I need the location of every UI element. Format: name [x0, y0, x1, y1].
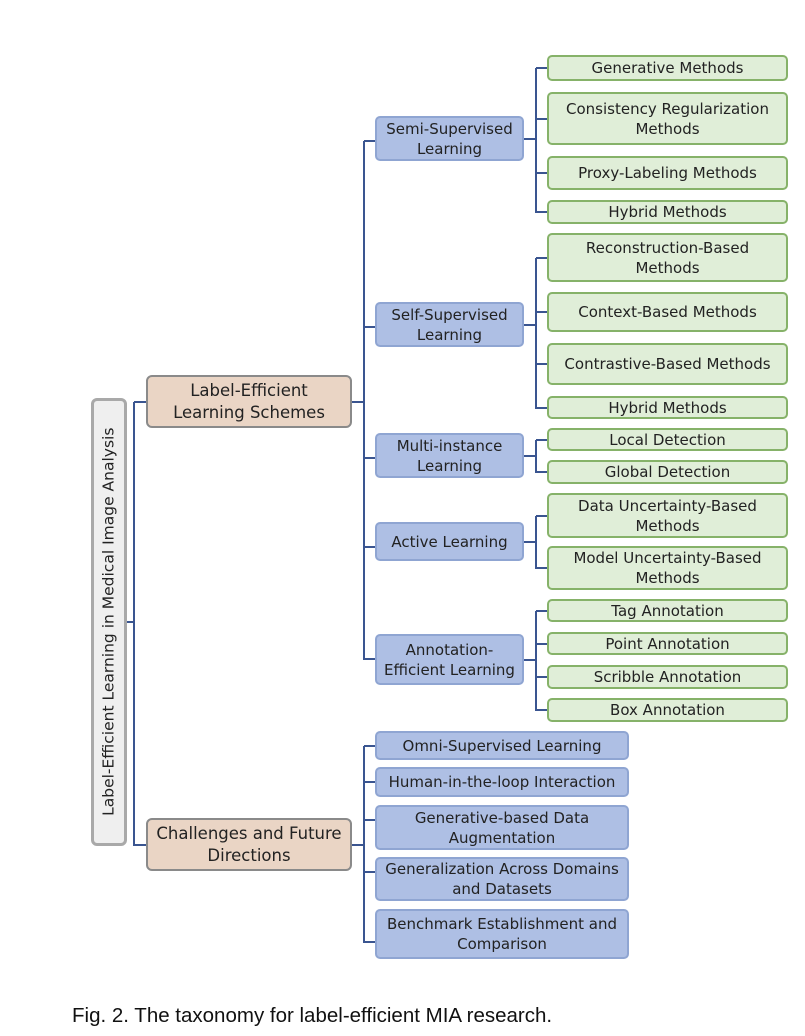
leaf-node: Global Detection	[547, 460, 788, 484]
connector-line	[364, 546, 375, 548]
connector-line	[134, 400, 146, 403]
connector-line	[364, 326, 375, 328]
method-node: Multi-instance Learning	[375, 433, 524, 478]
direction-node: Generalization Across Domains and Datase…	[375, 857, 629, 901]
connector-line	[536, 117, 547, 120]
connector-line	[524, 323, 536, 326]
category-node: Challenges and Future Directions	[146, 818, 352, 871]
connector-line	[536, 567, 547, 569]
connector-line	[535, 515, 537, 569]
connector-line	[364, 781, 375, 783]
connector-line	[536, 363, 547, 365]
connector-line	[352, 843, 364, 846]
connector-line	[364, 941, 375, 943]
connector-line	[134, 843, 146, 846]
figure-caption: Fig. 2. The taxonomy for label-efficient…	[72, 1004, 553, 1027]
connector-line	[536, 406, 547, 409]
connector-line	[364, 140, 375, 142]
connector-line	[524, 137, 536, 140]
leaf-node: Point Annotation	[547, 632, 788, 655]
connector-line	[536, 609, 547, 612]
connector-line	[536, 642, 547, 645]
connector-line	[524, 540, 536, 543]
leaf-node: Tag Annotation	[547, 599, 788, 622]
connector-line	[536, 438, 547, 441]
connector-line	[524, 454, 536, 457]
root-label: Label-Efficient Learning in Medical Imag…	[99, 427, 118, 817]
connector-line	[536, 709, 547, 711]
connector-line	[364, 871, 375, 873]
root-node: Label-Efficient Learning in Medical Imag…	[91, 398, 127, 846]
connector-line	[536, 211, 547, 213]
taxonomy-diagram: Label-Efficient Learning in Medical Imag…	[91, 55, 788, 959]
connector-line	[536, 676, 547, 678]
connector-line	[536, 471, 547, 473]
connector-line	[535, 68, 537, 213]
connector-line	[364, 658, 375, 660]
leaf-node: Generative Methods	[547, 55, 788, 81]
leaf-node: Box Annotation	[547, 698, 788, 722]
connector-line	[364, 819, 375, 821]
connector-line	[363, 141, 365, 660]
connector-line	[364, 745, 375, 747]
connector-line	[536, 67, 547, 69]
connector-line	[133, 401, 135, 846]
leaf-node: Model Uncertainty-Based Methods	[547, 546, 788, 590]
connector-line	[352, 400, 364, 403]
connector-line	[536, 311, 547, 313]
direction-node: Omni-Supervised Learning	[375, 731, 629, 760]
leaf-node: Proxy-Labeling Methods	[547, 156, 788, 190]
connector-line	[363, 746, 365, 943]
connector-line	[364, 457, 375, 459]
method-node: Self-Supervised Learning	[375, 302, 524, 347]
connector-line	[535, 257, 537, 409]
method-node: Annotation- Efficient Learning	[375, 634, 524, 685]
connector-line	[127, 621, 134, 623]
connector-line	[536, 172, 547, 174]
leaf-node: Contrastive-Based Methods	[547, 343, 788, 385]
method-node: Semi-Supervised Learning	[375, 116, 524, 161]
connector-line	[535, 439, 537, 473]
category-node: Label-Efficient Learning Schemes	[146, 375, 352, 428]
leaf-node: Consistency Regularization Methods	[547, 92, 788, 145]
connector-line	[536, 256, 547, 259]
leaf-node: Hybrid Methods	[547, 396, 788, 419]
direction-node: Human-in-the-loop Interaction	[375, 767, 629, 797]
direction-node: Benchmark Establishment and Comparison	[375, 909, 629, 959]
connector-line	[535, 610, 537, 711]
leaf-node: Hybrid Methods	[547, 200, 788, 224]
method-node: Active Learning	[375, 522, 524, 561]
direction-node: Generative-based Data Augmentation	[375, 805, 629, 850]
connector-line	[524, 658, 536, 661]
leaf-node: Data Uncertainty-Based Methods	[547, 493, 788, 538]
leaf-node: Reconstruction-Based Methods	[547, 233, 788, 282]
leaf-node: Context-Based Methods	[547, 292, 788, 332]
connector-line	[536, 514, 547, 517]
leaf-node: Scribble Annotation	[547, 665, 788, 689]
leaf-node: Local Detection	[547, 428, 788, 451]
